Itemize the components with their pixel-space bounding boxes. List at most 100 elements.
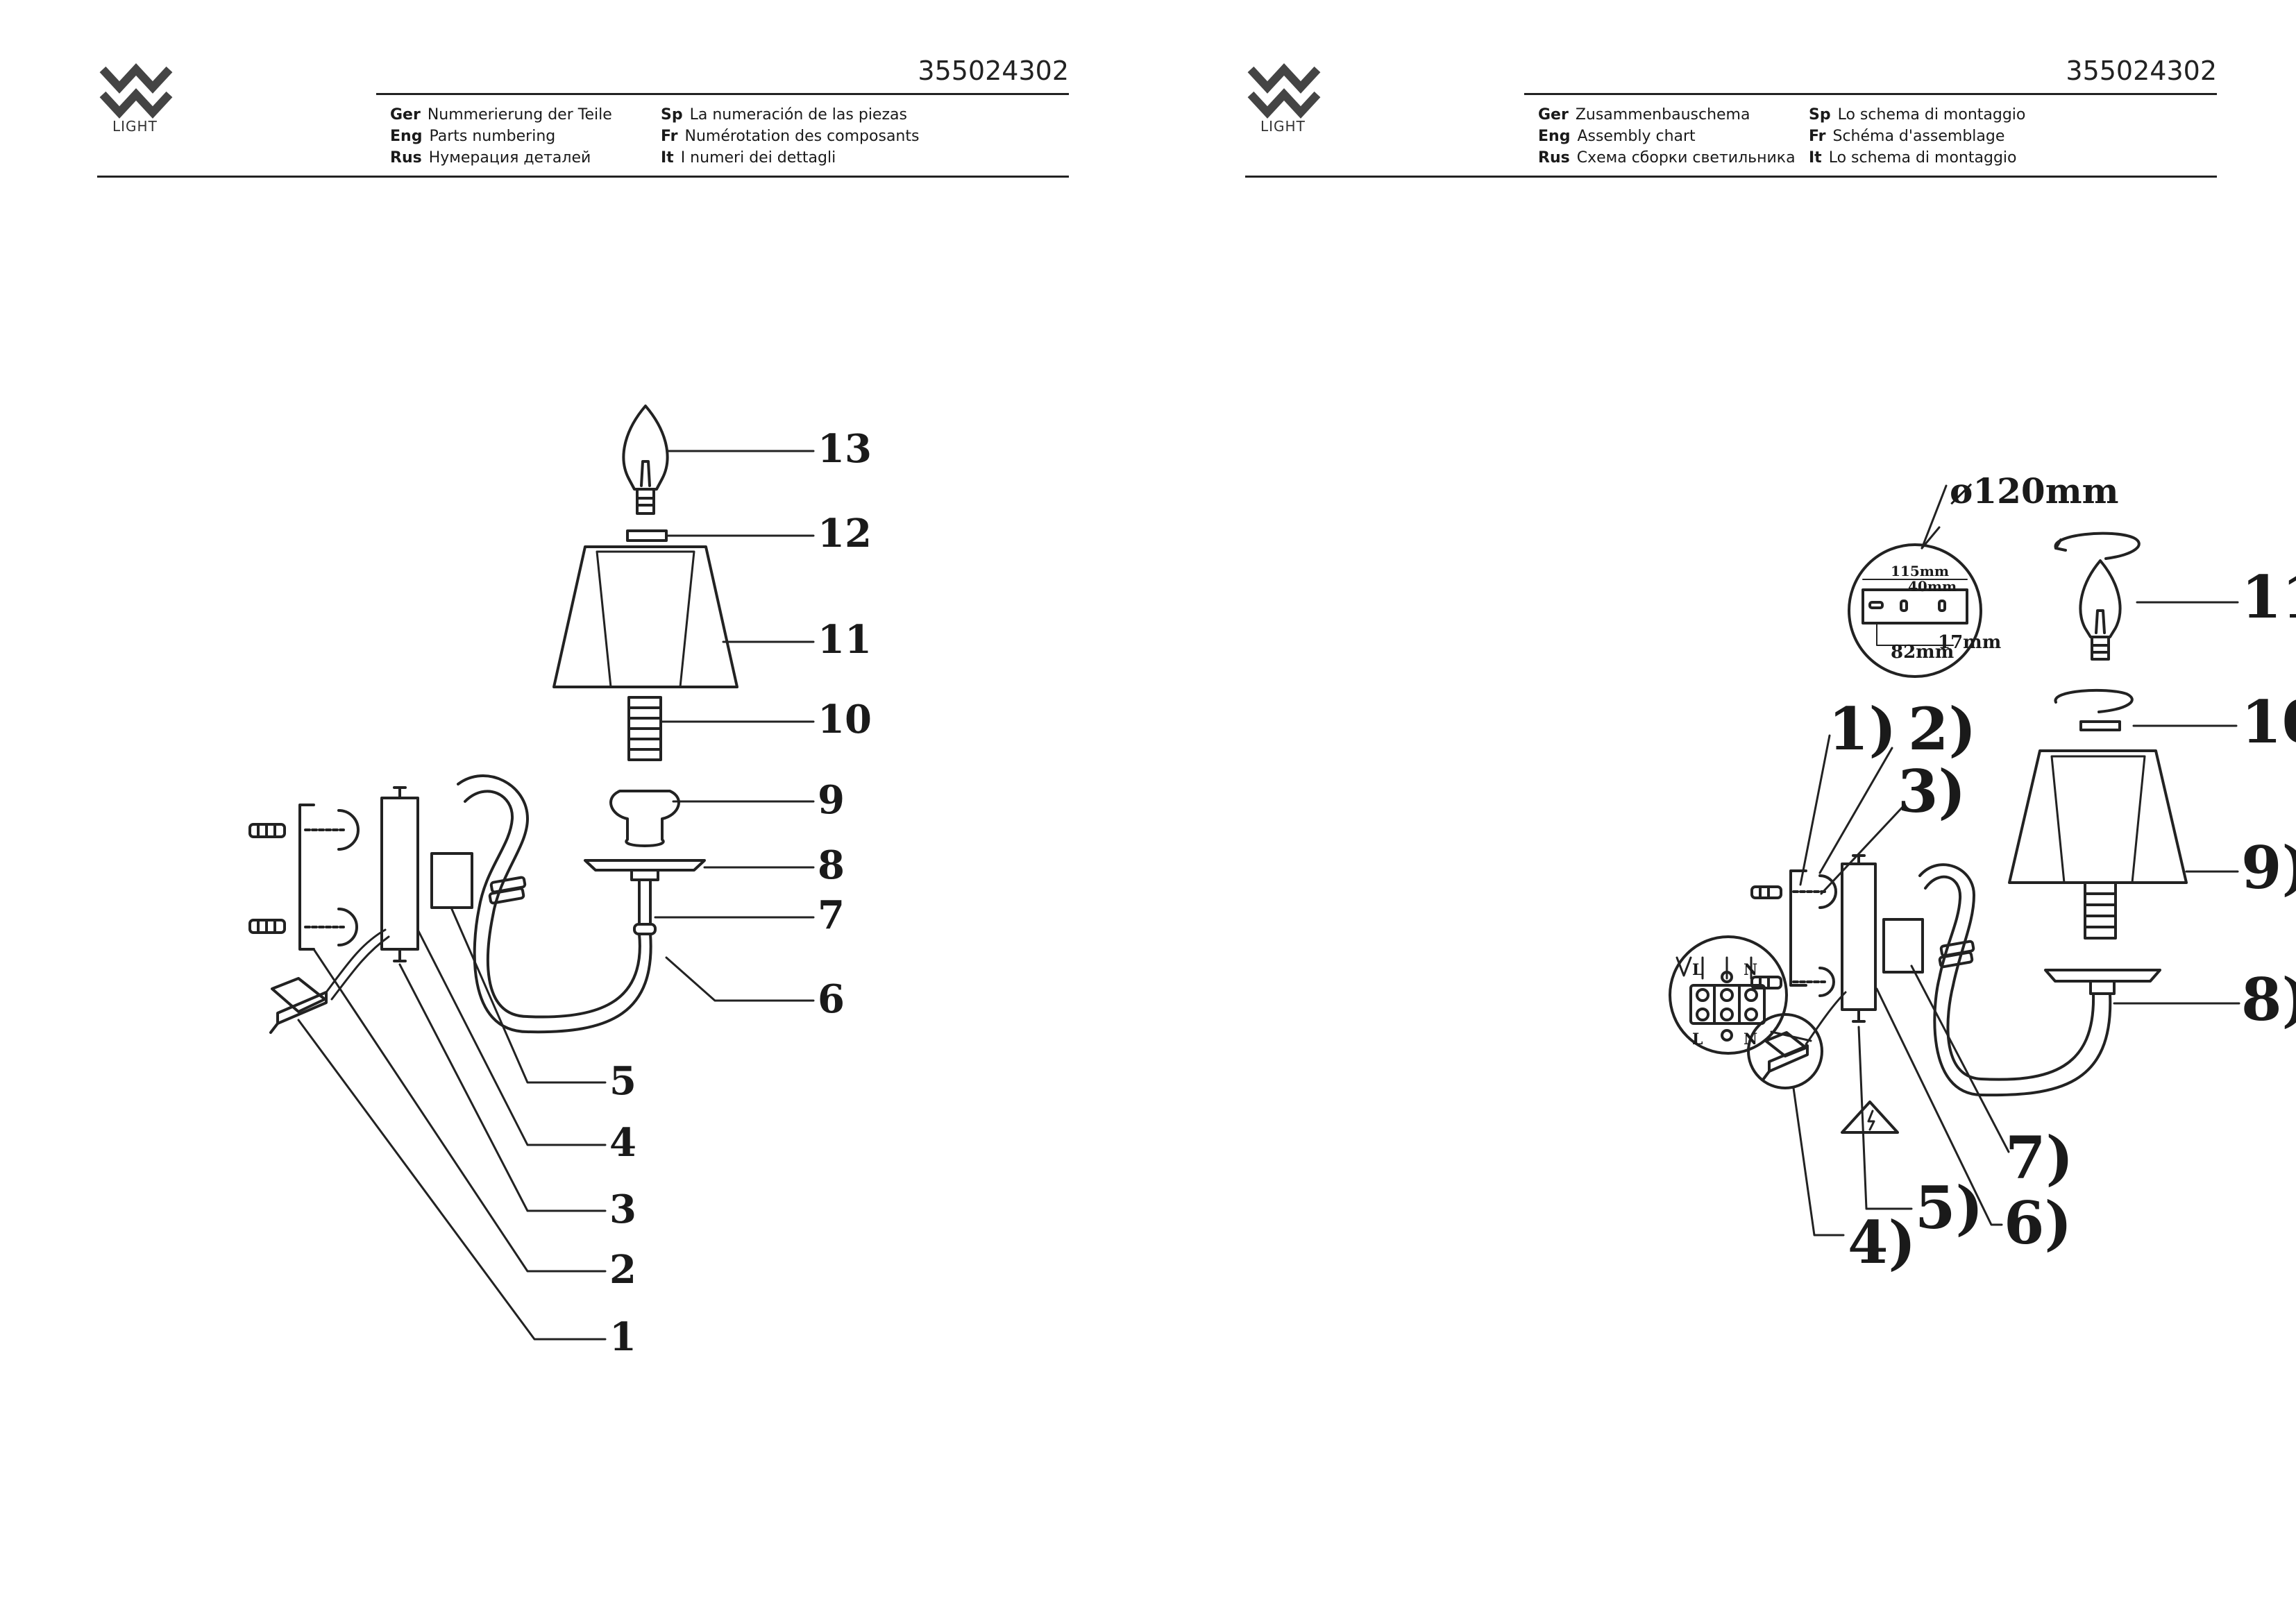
header-divider	[376, 93, 1069, 95]
part-labels: 13 12 11 10 9 8 7 6 5 4 3 2 1	[609, 426, 872, 1360]
brand-logo-text: LIGHT	[112, 118, 158, 135]
arm-connector	[1882, 918, 1924, 974]
plate-offset: 82mm	[1891, 642, 1954, 663]
part-label: 13	[818, 426, 872, 472]
lamp-socket	[627, 696, 662, 761]
electric-warning-icon	[1841, 1101, 1899, 1134]
header-bottom-rule	[1245, 176, 2217, 178]
document-number: 355024302	[2066, 56, 2217, 86]
rotate-arrow-icon	[2054, 532, 2141, 560]
brand-logo-icon	[99, 63, 173, 119]
bulb-icon	[2079, 559, 2122, 661]
rotate-arrow-icon	[2054, 688, 2134, 713]
parts-drawing-svg: 13 12 11 10 9 8 7 6 5 4 3 2 1	[248, 405, 872, 1360]
drip-plate	[584, 859, 706, 881]
step-label: 11)	[2241, 563, 2296, 631]
arm-collar	[1938, 940, 1975, 969]
arm-connector	[430, 852, 473, 909]
terminal-l-top: L	[1692, 961, 1703, 979]
mounting-plate-detail	[1848, 484, 1982, 678]
terminal-l-bottom: L	[1692, 1030, 1703, 1048]
step-label: 6)	[2004, 1189, 2072, 1257]
header-bottom-rule	[97, 176, 1069, 178]
bottom-screw-icon	[1852, 1008, 1866, 1023]
step-label: 2)	[1908, 695, 1976, 763]
part-label: 5	[609, 1058, 636, 1104]
plate-width: 115mm	[1891, 563, 1949, 579]
header-divider	[1524, 93, 2217, 95]
plate-height: 17mm	[1938, 632, 2001, 653]
terminal-n-top: N	[1744, 961, 1757, 979]
terminal-block-icon	[1747, 1013, 1823, 1089]
part-label: 11	[818, 617, 872, 663]
plate-hole-spacing: 40mm	[1908, 578, 1957, 595]
wall-plug-icon	[1750, 885, 1782, 989]
assembly-drawing: ø120mm 115mm 40mm 82mm 17mm L N L N 11) …	[1148, 0, 2296, 1623]
step-label: 5)	[1915, 1173, 1983, 1242]
part-label: 7	[818, 892, 845, 938]
brand-logo-icon	[1247, 63, 1321, 119]
top-screw-icon	[1852, 854, 1866, 865]
step-label: 1)	[1828, 695, 1896, 763]
curved-arm	[457, 774, 641, 1019]
step-label: 3)	[1898, 757, 1966, 826]
candle-cup	[609, 790, 680, 847]
wall-plug-icon	[248, 823, 286, 934]
part-label: 12	[818, 511, 872, 556]
top-screw-icon	[393, 786, 407, 799]
part-label: 3	[609, 1187, 636, 1232]
bulb-holder-ring	[626, 529, 668, 542]
wall-plate	[1841, 863, 1877, 1011]
terminal-block-icon	[269, 977, 328, 1034]
leader-lines	[1792, 601, 2240, 1237]
wall-plate	[380, 797, 419, 951]
arm-collar	[488, 876, 527, 905]
part-label: 10	[818, 697, 872, 742]
brand-logo-text: LIGHT	[1260, 118, 1306, 135]
step-label: 4)	[1848, 1208, 1916, 1277]
lamp-stem	[633, 878, 657, 935]
bulb-holder-ring	[2079, 720, 2121, 731]
part-label: 9	[818, 777, 845, 823]
part-label: 8	[818, 842, 845, 888]
parts-drawing: 13 12 11 10 9 8 7 6 5 4 3 2 1	[248, 405, 872, 1360]
drip-plate	[2044, 969, 2161, 995]
wiring-diagram	[1669, 935, 1812, 1055]
leader-lines	[297, 450, 815, 1341]
wires	[1805, 991, 1847, 1046]
wall-screw-icon	[304, 809, 360, 946]
document-number: 355024302	[918, 56, 1069, 86]
wires	[325, 928, 387, 994]
part-label: 1	[609, 1314, 636, 1360]
part-label: 4	[609, 1120, 636, 1166]
step-label: 9)	[2241, 833, 2296, 902]
step-label: 10)	[2241, 688, 2296, 756]
part-label: 6	[818, 976, 845, 1022]
plate-diameter: ø120mm	[1950, 470, 2119, 511]
curved-arm	[1918, 863, 2095, 1081]
step-label: 7)	[2005, 1123, 2073, 1192]
assembly-drawing-svg: ø120mm 115mm 40mm 82mm 17mm L N L N 11) …	[1669, 470, 2296, 1277]
bulb-icon	[622, 405, 669, 515]
wall-screw-icon	[1792, 874, 1837, 997]
terminal-n-bottom: N	[1744, 1030, 1757, 1048]
step-label: 8)	[2241, 965, 2296, 1034]
lamp-socket	[2084, 881, 2117, 940]
mounting-bracket	[1789, 869, 1807, 987]
